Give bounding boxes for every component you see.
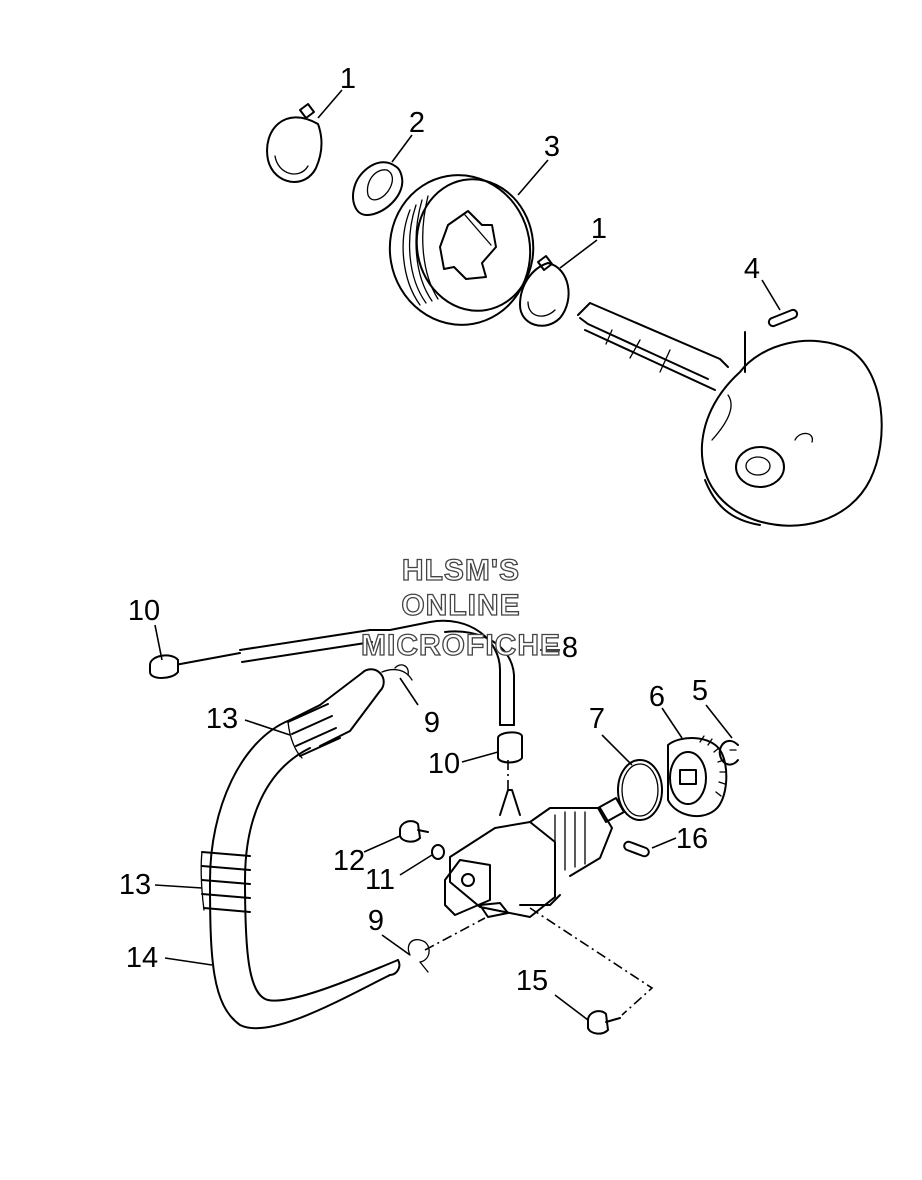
clip-part-9-lower xyxy=(407,939,430,973)
seal-part-2 xyxy=(352,161,404,217)
watermark: HLSM'S ONLINE MICROFICHE xyxy=(360,553,561,662)
oil-pump-body xyxy=(444,789,625,918)
oil-hose-part-14 xyxy=(209,668,401,1030)
assembly-lines xyxy=(424,760,654,1016)
callout-5: 5 xyxy=(692,675,708,707)
watermark-line-1: HLSM'S xyxy=(402,554,520,587)
screw-part-15 xyxy=(587,1010,621,1035)
callout-13-upper: 13 xyxy=(206,703,238,735)
watermark-line-2: ONLINE xyxy=(401,589,520,622)
pin-part-16 xyxy=(623,840,650,858)
watermark-line-3: MICROFICHE xyxy=(361,629,561,662)
key-part-4 xyxy=(767,308,799,328)
o-ring-part-7 xyxy=(617,759,663,821)
circlip-part-1-lower xyxy=(519,255,570,327)
screw-part-12 xyxy=(399,820,429,843)
callout-labels: 1 2 3 1 4 10 8 9 13 10 7 6 5 16 12 11 13… xyxy=(119,63,760,997)
callout-15: 15 xyxy=(516,965,548,997)
hose-clamp-part-13-upper xyxy=(287,703,341,759)
callout-9-upper: 9 xyxy=(424,707,440,739)
callout-16: 16 xyxy=(676,823,708,855)
leader-lines xyxy=(154,89,781,1021)
washer-part-11 xyxy=(431,844,445,860)
gear-part-6 xyxy=(667,735,728,818)
callout-10-right: 10 xyxy=(428,748,460,780)
callout-12: 12 xyxy=(333,845,365,877)
callout-7: 7 xyxy=(589,703,605,735)
pulley-part-3 xyxy=(388,174,535,326)
callout-1-lower: 1 xyxy=(591,213,607,245)
callout-2: 2 xyxy=(409,107,425,139)
callout-1-top: 1 xyxy=(340,63,356,95)
callout-6: 6 xyxy=(649,681,665,713)
sleeve-part-10-right xyxy=(497,731,523,764)
crankshaft-housing xyxy=(577,302,883,527)
callout-13-lower: 13 xyxy=(119,869,151,901)
callout-9-lower: 9 xyxy=(368,905,384,937)
callout-8: 8 xyxy=(562,632,578,664)
callout-4: 4 xyxy=(744,253,760,285)
callout-11: 11 xyxy=(365,864,395,896)
e-clip-part-5 xyxy=(718,739,739,766)
callout-14: 14 xyxy=(126,942,158,974)
callout-10-left: 10 xyxy=(128,595,160,627)
sleeve-part-10-left xyxy=(149,654,179,679)
clip-part-9-upper xyxy=(381,664,413,681)
callout-3: 3 xyxy=(544,131,560,163)
hose-clamp-part-13-lower xyxy=(200,851,251,913)
oil-line-part-8 xyxy=(174,619,515,726)
circlip-part-1-top xyxy=(266,103,323,183)
